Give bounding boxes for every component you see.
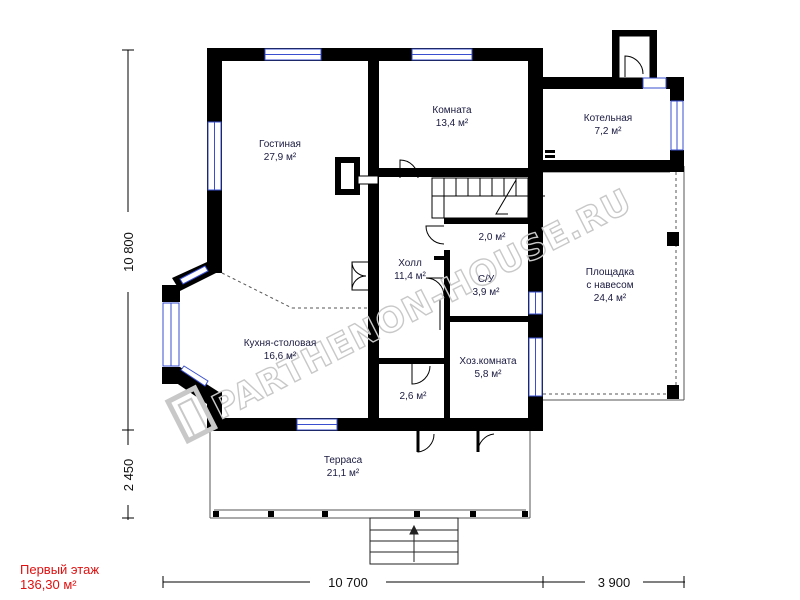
room-carport-area: 24,4 м² — [594, 293, 627, 304]
boiler-walls — [543, 30, 684, 172]
stove — [335, 157, 379, 195]
floor-area: 136,30 м² — [20, 577, 77, 592]
terrace-outline — [209, 430, 531, 519]
room-terrace-area: 21,1 м² — [327, 468, 360, 479]
room-bath-area: 3,9 м² — [473, 287, 501, 298]
room-terrace-name: Терраса — [324, 455, 363, 466]
room-labels: Гостиная 27,9 м² Комната 13,4 м² Котельн… — [244, 105, 635, 479]
windows — [162, 48, 684, 431]
vent-grille — [370, 150, 555, 337]
room-small2-area: 2,6 м² — [400, 391, 428, 402]
carport-post — [667, 232, 679, 246]
watermark: PARTHENON-HOUSE.RU — [164, 181, 639, 445]
chimney-box — [618, 35, 651, 79]
dim-height-main: 10 800 — [121, 232, 136, 272]
room-carport-name2: с навесом — [586, 280, 633, 291]
room-boiler-area: 7,2 м² — [595, 126, 623, 137]
room-kitchen-name: Кухня-столовая — [244, 338, 317, 349]
room-room-name: Комната — [432, 105, 472, 116]
kitchen-zone-line — [221, 272, 293, 309]
room-boiler-name: Котельная — [584, 113, 632, 124]
room-utility-name: Хоз.комната — [459, 356, 517, 367]
dim-width-main: 10 700 — [328, 575, 368, 590]
room-hall-name: Холл — [398, 258, 422, 269]
terrace-posts — [213, 511, 528, 517]
room-carport-name: Площадка — [586, 267, 635, 278]
entrance-steps — [369, 517, 459, 565]
dim-width-carport: 3 900 — [598, 575, 631, 590]
boiler-door — [624, 55, 644, 77]
floor-title: Первый этаж — [20, 562, 100, 577]
room-small1-area: 2,0 м² — [479, 232, 507, 243]
room-bath-name: С/У — [478, 274, 495, 285]
room-room-area: 13,4 м² — [436, 118, 469, 129]
room-hall-area: 11,4 м² — [394, 271, 426, 282]
room-living-area: 27,9 м² — [264, 152, 297, 163]
staircase — [431, 177, 529, 219]
bay-side-windows — [179, 265, 209, 387]
dim-height-terrace: 2 450 — [121, 459, 136, 492]
room-kitchen-area: 16,6 м² — [264, 351, 297, 362]
room-utility-area: 5,8 м² — [475, 369, 503, 380]
room-living-name: Гостиная — [259, 139, 301, 150]
carport-post — [667, 385, 679, 399]
floor-caption: Первый этаж 136,30 м² — [20, 562, 99, 592]
